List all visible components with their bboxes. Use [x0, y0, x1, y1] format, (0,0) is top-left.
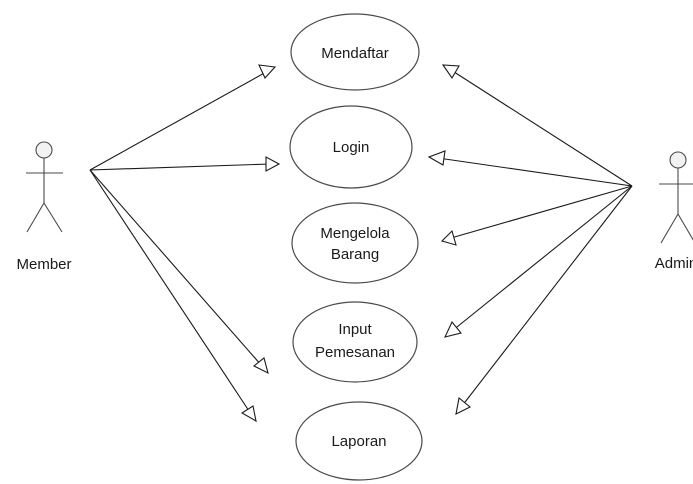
admin-laporan-line: [461, 185, 633, 407]
admin-mendaftar-arrowhead: [441, 64, 460, 80]
actor-admin-right-leg: [677, 213, 693, 241]
actor-member-label: Member: [16, 256, 71, 273]
use-case-mengelola-barang-label-line1: Mengelola: [320, 225, 390, 242]
member-laporan-arrowhead: [240, 405, 257, 423]
use-case-laporan-label: Laporan: [331, 433, 386, 450]
member-input-pemesanan-line: [89, 169, 263, 367]
use-case-input-pemesanan-label-line1: Input: [338, 321, 372, 338]
member-laporan-line: [89, 169, 252, 415]
use-case-input-pemesanan-label-line2: Pemesanan: [315, 344, 395, 361]
actor-member[interactable]: Member: [16, 141, 72, 273]
use-case-mengelola-barang-label-line2: Barang: [331, 246, 379, 263]
use-case-laporan[interactable]: Laporan: [295, 401, 423, 481]
member-login-arrowhead: [265, 156, 281, 172]
actor-admin-head: [669, 151, 687, 169]
admin-mengelola-barang-arrowhead: [440, 229, 457, 246]
use-case-mendaftar-label: Mendaftar: [321, 45, 389, 62]
member-mendaftar-arrowhead: [258, 64, 277, 79]
use-case-login-ellipse: [289, 105, 413, 189]
member-login-line: [89, 163, 271, 171]
associations: [89, 64, 633, 423]
use-case-mengelola-barang[interactable]: Mengelola Barang: [291, 202, 419, 284]
use-case-input-pemesanan-ellipse: [292, 301, 418, 383]
use-case-login-label: Login: [333, 139, 370, 156]
admin-input-pemesanan-line: [451, 185, 633, 332]
actor-admin[interactable]: Admin: [655, 151, 693, 272]
member-input-pemesanan-arrowhead: [252, 357, 269, 375]
actor-member-head: [35, 141, 53, 159]
actor-member-left-leg: [26, 202, 45, 233]
admin-laporan-arrowhead: [455, 396, 472, 415]
admin-login-arrowhead: [427, 150, 446, 166]
actor-admin-label: Admin: [655, 255, 693, 272]
use-case-input-pemesanan[interactable]: Input Pemesanan: [292, 301, 418, 383]
actor-admin-left-leg: [660, 213, 679, 244]
admin-mengelola-barang-line: [450, 185, 633, 239]
use-case-mengelola-barang-ellipse: [291, 202, 419, 284]
use-case-login[interactable]: Login: [289, 105, 413, 189]
admin-mendaftar-line: [450, 69, 633, 187]
member-mendaftar-line: [89, 70, 269, 171]
admin-input-pemesanan-arrowhead: [444, 320, 462, 338]
admin-login-line: [437, 157, 633, 187]
use-case-mendaftar-ellipse: [290, 13, 420, 91]
actor-member-right-leg: [43, 202, 63, 233]
use-case-laporan-ellipse: [295, 401, 423, 481]
use-case-mendaftar[interactable]: Mendaftar: [290, 13, 420, 91]
